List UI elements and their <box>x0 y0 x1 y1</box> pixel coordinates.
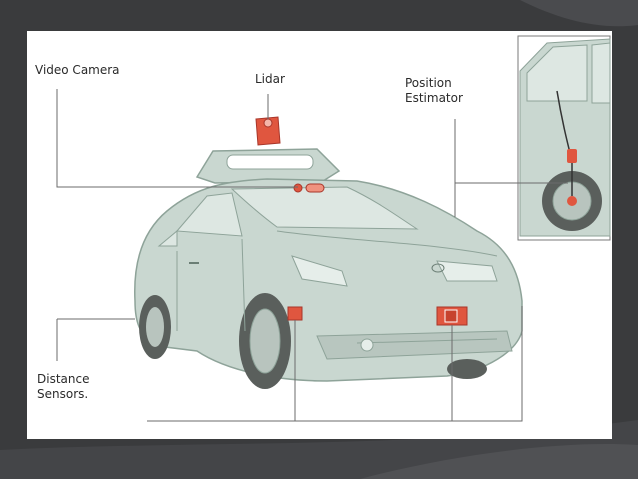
sensors <box>287 183 468 326</box>
label-lidar: Lidar <box>255 72 285 86</box>
windshield-sensor <box>305 183 325 193</box>
video-camera-leader <box>56 89 298 188</box>
bottom-sensor-leader <box>147 306 523 422</box>
leader-lines <box>56 89 568 422</box>
video-camera-sensor <box>293 183 303 193</box>
position-estimator-leader <box>454 119 568 217</box>
label-position-estimator: Position Estimator <box>405 76 463 105</box>
car-sensor-diagram <box>56 35 611 422</box>
diagram-slide: Video Camera Lidar Position Estimator Di… <box>27 31 612 439</box>
car-body <box>134 116 523 389</box>
distance-sensors-leader <box>56 318 135 361</box>
label-distance-sensors: Distance Sensors. <box>37 372 90 401</box>
label-video-camera: Video Camera <box>35 63 120 77</box>
side-distance-sensor <box>287 306 303 321</box>
rear-wheel-inset <box>517 35 611 241</box>
